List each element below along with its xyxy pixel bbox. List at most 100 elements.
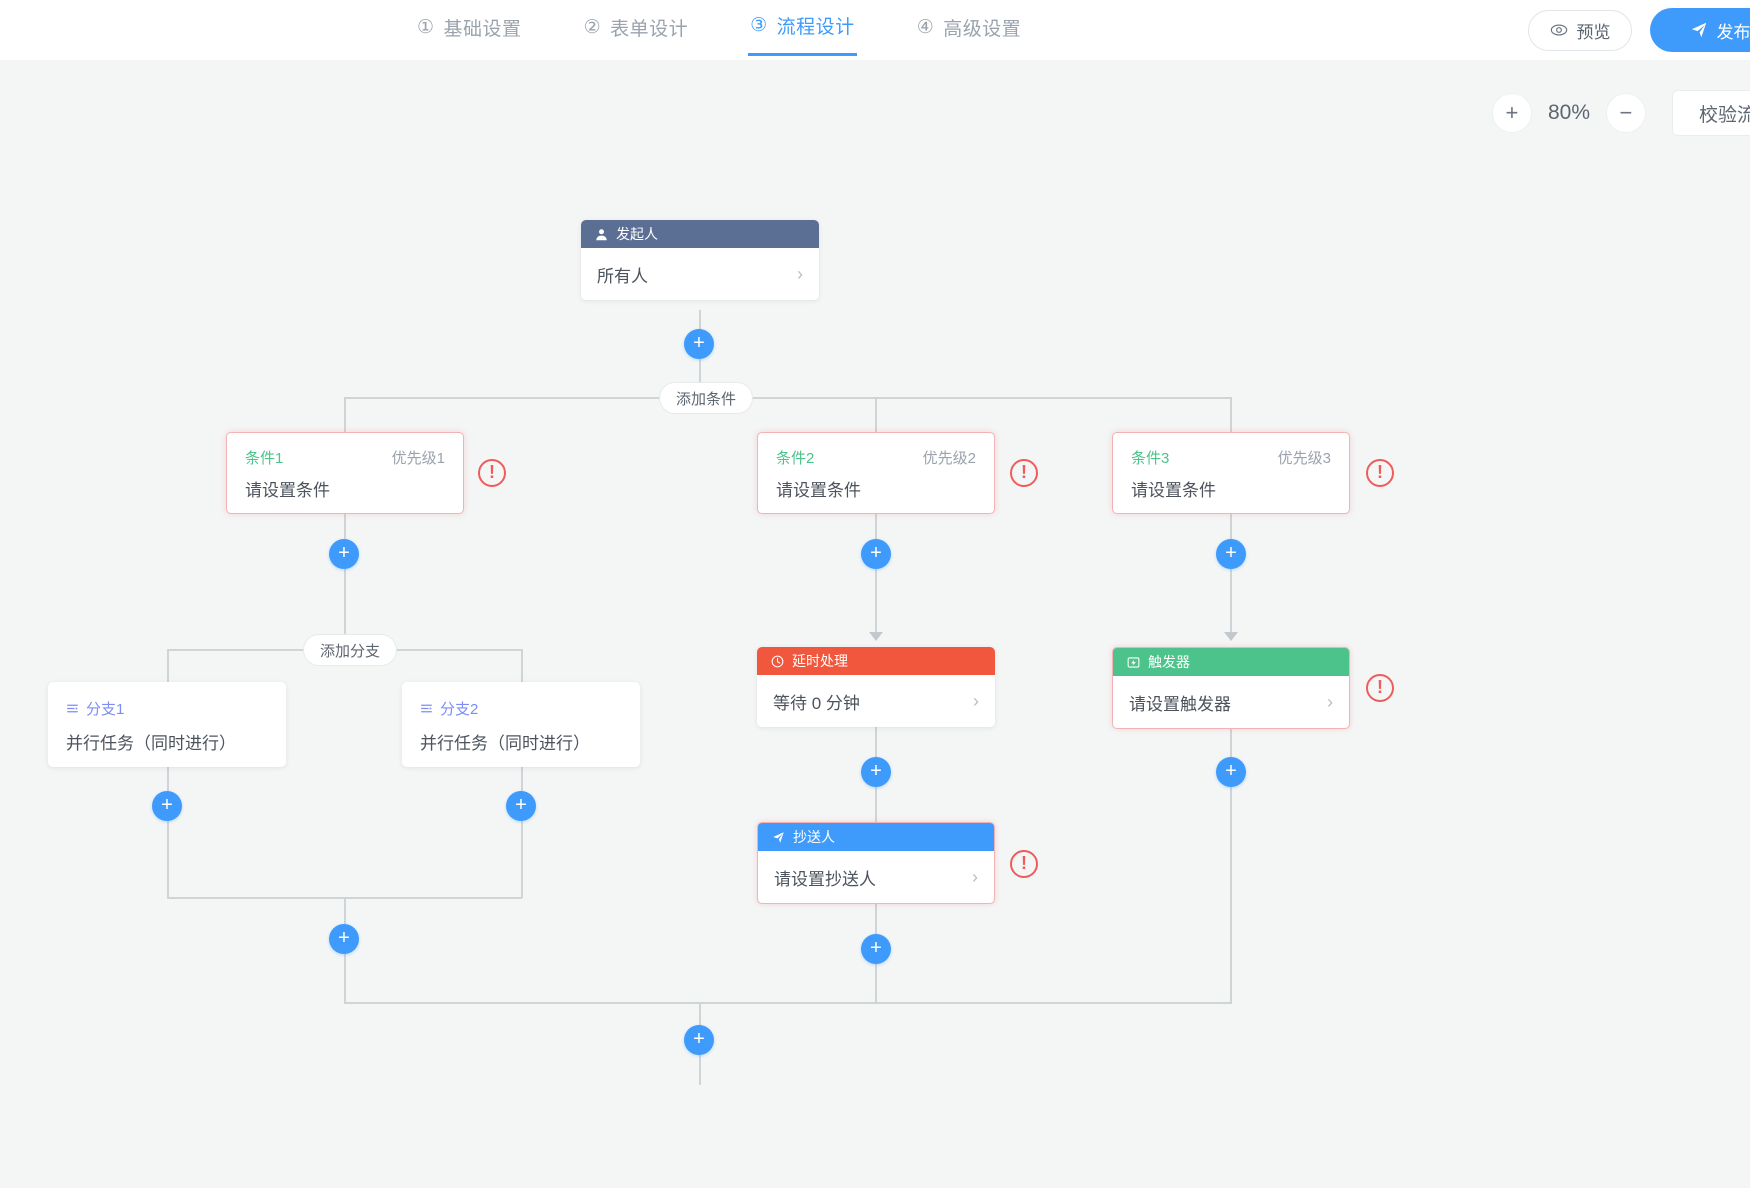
connector	[875, 964, 877, 1004]
preview-button[interactable]: 预览	[1528, 9, 1632, 51]
condition-value: 请设置条件	[245, 481, 330, 500]
add-node-button-after-conditions[interactable]: +	[684, 1025, 714, 1055]
connector-merge-bus-bottom	[344, 1002, 1231, 1004]
add-node-button-after-trigger[interactable]: +	[1216, 757, 1246, 787]
connector	[521, 767, 523, 791]
branch-header: 分支1	[48, 682, 286, 719]
send-icon	[772, 831, 785, 844]
chevron-right-icon: ›	[1327, 692, 1333, 712]
tab-basic-settings[interactable]: ① 基础设置	[415, 0, 524, 56]
step-tabs: ① 基础设置 ② 表单设计 ③ 流程设计 ④ 高级设置	[415, 0, 1023, 60]
connector	[1230, 787, 1232, 1004]
add-node-button-condition-2[interactable]: +	[861, 539, 891, 569]
branch-value: 并行任务（同时进行）	[66, 734, 236, 753]
condition-value: 请设置条件	[776, 481, 861, 500]
publish-button[interactable]: 发布	[1650, 8, 1750, 52]
node-value: 请设置抄送人	[774, 869, 876, 889]
node-title: 发起人	[616, 226, 658, 242]
node-body[interactable]: 请设置抄送人 ›	[758, 851, 994, 903]
add-node-button-condition-3[interactable]: +	[1216, 539, 1246, 569]
chevron-right-icon: ›	[797, 264, 803, 284]
trigger-icon	[1127, 656, 1140, 669]
node-trigger[interactable]: 触发器 请设置触发器 ›	[1112, 647, 1350, 729]
tab-label: 高级设置	[943, 18, 1022, 40]
node-branch-2[interactable]: 分支2 并行任务（同时进行）	[402, 682, 640, 767]
flow-canvas[interactable]: 发起人 所有人 › + 添加条件 条件1 优先级1 请设置条件 ! 条件2 优先…	[0, 60, 1750, 1188]
connector	[344, 397, 346, 437]
node-title: 延时处理	[792, 653, 848, 669]
branch-icon	[420, 702, 433, 715]
connector	[167, 649, 169, 705]
tab-flow-design[interactable]: ③ 流程设计	[748, 0, 857, 56]
add-node-button-after-branches[interactable]: +	[329, 924, 359, 954]
node-delay[interactable]: 延时处理 等待 0 分钟 ›	[757, 647, 995, 727]
node-body[interactable]: 等待 0 分钟 ›	[757, 675, 995, 727]
top-bar: ① 基础设置 ② 表单设计 ③ 流程设计 ④ 高级设置 预览 发布	[0, 0, 1750, 60]
node-body[interactable]: 请设置触发器 ›	[1113, 676, 1349, 728]
add-node-button-condition-1[interactable]: +	[329, 539, 359, 569]
connector	[699, 1055, 701, 1085]
zoom-toolbar: + 80% − 校验流程	[1491, 90, 1750, 136]
add-condition-button[interactable]: 添加条件	[659, 382, 754, 414]
connector	[875, 787, 877, 830]
error-badge-trigger[interactable]: !	[1366, 674, 1394, 702]
node-branch-1[interactable]: 分支1 并行任务（同时进行）	[48, 682, 286, 767]
tab-number: ③	[750, 15, 768, 36]
tab-number: ④	[916, 16, 935, 38]
header-actions: 预览 发布	[1528, 0, 1750, 60]
tab-number: ②	[583, 16, 602, 38]
tab-label: 基础设置	[443, 18, 522, 40]
node-initiator[interactable]: 发起人 所有人 ›	[581, 220, 819, 300]
node-condition-2[interactable]: 条件2 优先级2 请设置条件	[757, 432, 995, 514]
connector	[1230, 569, 1232, 637]
node-condition-3[interactable]: 条件3 优先级3 请设置条件	[1112, 432, 1350, 514]
connector	[344, 954, 346, 1004]
add-node-button-branch-2[interactable]: +	[506, 791, 536, 821]
preview-label: 预览	[1576, 22, 1611, 42]
tab-label: 流程设计	[776, 17, 855, 38]
validate-flow-button[interactable]: 校验流程	[1671, 90, 1750, 136]
condition-priority: 优先级1	[391, 450, 445, 467]
condition-header: 条件2 优先级2	[758, 433, 994, 468]
branch-value: 并行任务（同时进行）	[420, 734, 590, 753]
connector	[167, 767, 169, 791]
zoom-out-button[interactable]: −	[1605, 93, 1646, 133]
node-cc[interactable]: 抄送人 请设置抄送人 ›	[757, 822, 995, 904]
node-value: 等待 0 分钟	[773, 693, 860, 713]
connector	[875, 727, 877, 757]
branch-header: 分支2	[402, 682, 640, 719]
connector	[875, 397, 877, 437]
tab-form-design[interactable]: ② 表单设计	[582, 0, 691, 56]
connector-branch-bus-top	[344, 397, 1231, 399]
zoom-in-button[interactable]: +	[1491, 93, 1532, 133]
node-body[interactable]: 所有人 ›	[581, 248, 819, 300]
connector	[699, 310, 701, 344]
error-badge-condition-3[interactable]: !	[1366, 459, 1394, 487]
chevron-right-icon: ›	[973, 691, 979, 711]
error-badge-condition-1[interactable]: !	[478, 459, 506, 487]
error-badge-condition-2[interactable]: !	[1010, 459, 1038, 487]
add-node-button-after-delay[interactable]: +	[861, 757, 891, 787]
node-title: 抄送人	[793, 829, 835, 845]
tab-advanced-settings[interactable]: ④ 高级设置	[915, 0, 1024, 56]
node-value: 所有人	[597, 266, 648, 286]
connector	[875, 514, 877, 539]
connector	[521, 821, 523, 898]
connector	[1230, 514, 1232, 539]
connector	[344, 569, 346, 649]
condition-name: 条件3	[1131, 450, 1170, 467]
node-condition-1[interactable]: 条件1 优先级1 请设置条件	[226, 432, 464, 514]
add-node-button-branch-1[interactable]: +	[152, 791, 182, 821]
connector	[699, 1002, 701, 1040]
node-header: 抄送人	[758, 823, 994, 851]
error-badge-cc[interactable]: !	[1010, 850, 1038, 878]
connector	[875, 904, 877, 934]
add-node-button-after-cc[interactable]: +	[861, 934, 891, 964]
add-node-button-after-initiator[interactable]: +	[684, 329, 714, 359]
connector	[699, 359, 701, 397]
eye-icon	[1550, 21, 1568, 39]
user-icon	[595, 228, 608, 241]
condition-name: 条件1	[245, 450, 284, 467]
branch-icon	[66, 702, 79, 715]
add-branch-button[interactable]: 添加分支	[303, 634, 398, 666]
